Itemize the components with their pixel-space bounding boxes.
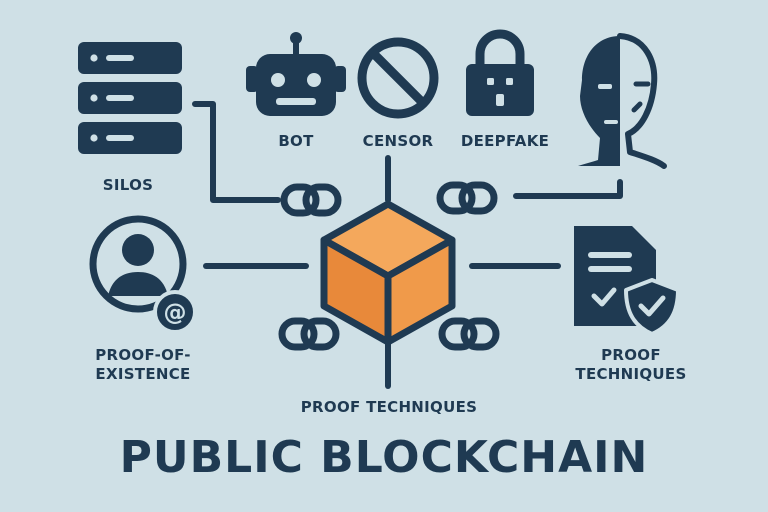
proof-techniques-center-label: PROOF TECHNIQUES	[300, 398, 478, 416]
chain-link-icon	[280, 183, 342, 217]
half-face-icon	[578, 33, 667, 169]
connector-lines	[192, 101, 623, 389]
svg-text:@: @	[164, 300, 187, 326]
page-title: PUBLIC BLOCKCHAIN	[119, 432, 649, 483]
user-at-icon: @	[89, 215, 197, 334]
proof-techniques-right-label: PROOF TECHNIQUES	[566, 346, 696, 384]
cube-icon	[320, 200, 456, 346]
bot-label: BOT	[278, 132, 314, 150]
proof-of-existence-label: PROOF-OF- EXISTENCE	[78, 346, 208, 384]
proof-of-existence-line1: PROOF-OF-	[95, 346, 191, 364]
proof-techniques-right-line1: PROOF	[601, 346, 661, 364]
padlock-icon	[466, 29, 534, 116]
chain-link-icon	[278, 317, 340, 351]
robot-icon	[246, 32, 346, 116]
proof-of-existence-line2: EXISTENCE	[95, 365, 191, 383]
document-shield-icon	[574, 226, 680, 336]
deepfake-label: DEEPFAKE	[460, 132, 550, 150]
proof-techniques-right-line2: TECHNIQUES	[575, 365, 687, 383]
server-stack-icon	[78, 42, 182, 154]
silos-label: SILOS	[102, 176, 154, 194]
chain-link-icon	[436, 181, 498, 215]
prohibited-icon	[357, 37, 439, 119]
censor-label: CENSOR	[362, 132, 434, 150]
chain-link-icon	[438, 317, 500, 351]
